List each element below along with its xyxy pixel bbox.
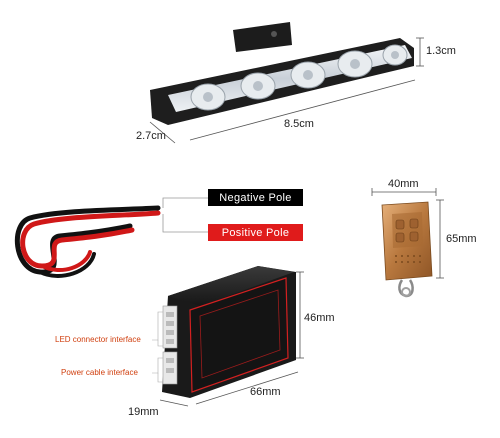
remote-height-label: 65mm	[446, 233, 477, 245]
controller-box	[162, 266, 296, 398]
box-height-label: 46mm	[304, 312, 335, 324]
led-connector-interface-label: LED connector interface	[55, 335, 141, 344]
power-cable-interface-label: Power cable interface	[61, 368, 138, 377]
remote-width-label: 40mm	[388, 178, 419, 190]
positive-pole-label: Positive Pole	[208, 224, 303, 241]
led-light-bar	[150, 22, 414, 125]
interface-callout-lines	[152, 311, 163, 383]
pole-callout-lines	[162, 197, 208, 233]
light-depth-label: 2.7cm	[136, 130, 166, 142]
wire-bundle	[14, 205, 161, 278]
box-depth-label: 19mm	[128, 406, 159, 418]
remote-control	[371, 188, 444, 298]
box-dimension-lines	[159, 271, 304, 407]
light-length-label: 8.5cm	[284, 118, 314, 130]
negative-pole-label: Negative Pole	[208, 189, 303, 206]
box-width-label: 66mm	[250, 386, 281, 398]
light-height-label: 1.3cm	[426, 45, 456, 57]
light-dimension-lines	[149, 37, 424, 144]
